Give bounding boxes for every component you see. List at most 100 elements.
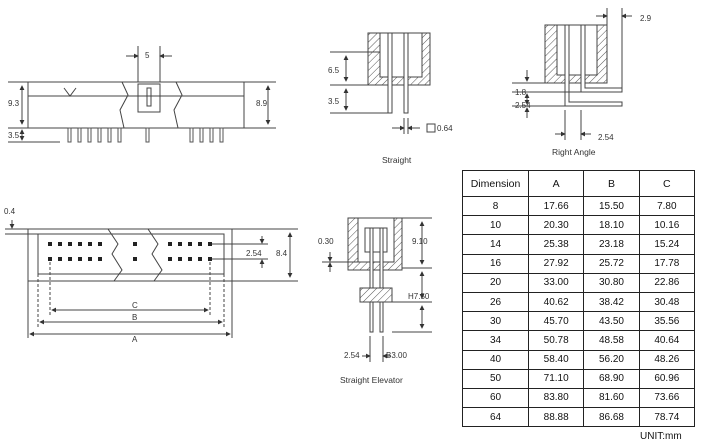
plan-width-label: 8.4 xyxy=(276,249,288,258)
plan-wall-label: 0.4 xyxy=(4,207,16,216)
cell-c: 10.16 xyxy=(638,215,696,236)
plan-a-label: A xyxy=(132,335,138,344)
elev-b-label: B3.00 xyxy=(386,351,407,360)
cell-dimension: 8 xyxy=(462,195,529,217)
straight-view xyxy=(330,32,436,134)
cell-c: 22.86 xyxy=(638,272,696,293)
plan-view xyxy=(5,220,298,338)
cell-dimension: 60 xyxy=(462,387,529,409)
straight-lower-label: 3.5 xyxy=(328,97,340,106)
cell-b: 48.58 xyxy=(583,330,640,351)
cell-b: 43.50 xyxy=(583,311,640,332)
cell-b: 81.60 xyxy=(583,387,640,409)
plan-b-label: B xyxy=(132,313,137,322)
cell-dimension: 64 xyxy=(462,407,529,428)
header-a: A xyxy=(527,170,585,197)
cell-a: 83.80 xyxy=(527,387,585,409)
cell-c: 7.80 xyxy=(638,195,696,217)
cell-dimension: 34 xyxy=(462,330,529,351)
cell-a: 88.88 xyxy=(527,407,585,428)
elev-wall-label: 0.30 xyxy=(318,237,334,246)
cell-a: 33.00 xyxy=(527,272,585,293)
front-pitch-label: 5 xyxy=(145,51,150,60)
cell-b: 30.80 xyxy=(583,272,640,293)
front-body-label: 8.9 xyxy=(256,99,268,108)
cell-b: 38.42 xyxy=(583,291,640,313)
cell-a: 40.62 xyxy=(527,291,585,313)
cell-c: 30.48 xyxy=(638,291,696,313)
elev-pitch-label: 2.54 xyxy=(344,351,360,360)
right-angle-caption: Right Angle xyxy=(552,147,596,157)
unit-label: UNIT:mm xyxy=(640,431,682,442)
cell-b: 15.50 xyxy=(583,195,640,217)
cell-a: 50.78 xyxy=(527,330,585,351)
cell-b: 25.72 xyxy=(583,253,640,274)
ra-bottom-label: 2.54 xyxy=(598,133,614,142)
straight-caption: Straight xyxy=(382,155,412,165)
cell-b: 18.10 xyxy=(583,215,640,236)
cell-a: 45.70 xyxy=(527,311,585,332)
cell-b: 68.90 xyxy=(583,368,640,389)
ra-offset-label: 2.9 xyxy=(640,14,652,23)
plan-c-label: C xyxy=(132,301,138,310)
cell-b: 56.20 xyxy=(583,349,640,370)
cell-a: 27.92 xyxy=(527,253,585,274)
header-dimension: Dimension xyxy=(462,170,529,197)
cell-a: 58.40 xyxy=(527,349,585,370)
cell-b: 23.18 xyxy=(583,234,640,255)
front-pin-label: 3.5 xyxy=(8,131,20,140)
cell-a: 25.38 xyxy=(527,234,585,255)
cell-dimension: 16 xyxy=(462,253,529,274)
header-b: B xyxy=(583,170,640,197)
cell-c: 17.78 xyxy=(638,253,696,274)
front-height-label: 9.3 xyxy=(8,99,20,108)
cell-a: 20.30 xyxy=(527,215,585,236)
elevator-caption: Straight Elevator xyxy=(340,375,403,385)
plan-pitch-label: 2.54 xyxy=(246,249,262,258)
elev-top-label: 9.10 xyxy=(412,237,428,246)
front-top-view xyxy=(8,46,276,143)
front-pins xyxy=(67,127,224,143)
cell-c: 15.24 xyxy=(638,234,696,255)
cell-dimension: 26 xyxy=(462,291,529,313)
cell-a: 71.10 xyxy=(527,368,585,389)
ra-pitch-label: 2.54 xyxy=(515,101,531,110)
cell-a: 17.66 xyxy=(527,195,585,217)
right-angle-view xyxy=(512,8,632,140)
cell-dimension: 20 xyxy=(462,272,529,293)
table-header-row: Dimension A B C xyxy=(462,170,696,197)
cell-c: 73.66 xyxy=(638,387,696,409)
cell-dimension: 30 xyxy=(462,311,529,332)
cell-c: 35.56 xyxy=(638,311,696,332)
cell-c: 60.96 xyxy=(638,368,696,389)
cell-c: 78.74 xyxy=(638,407,696,428)
straight-upper-label: 6.5 xyxy=(328,66,340,75)
cell-dimension: 50 xyxy=(462,368,529,389)
ra-rowgap-label: 1.8 xyxy=(515,88,527,97)
elev-h-label: H7.50 xyxy=(408,292,430,301)
plan-pins xyxy=(48,242,212,261)
cell-b: 86.68 xyxy=(583,407,640,428)
cell-c: 48.26 xyxy=(638,349,696,370)
cell-dimension: 40 xyxy=(462,349,529,370)
cell-c: 40.64 xyxy=(638,330,696,351)
straight-thickness-label: 0.64 xyxy=(437,124,453,133)
elevator-view xyxy=(322,217,432,362)
cell-dimension: 10 xyxy=(462,215,529,236)
header-c: C xyxy=(638,170,696,197)
cell-dimension: 14 xyxy=(462,234,529,255)
